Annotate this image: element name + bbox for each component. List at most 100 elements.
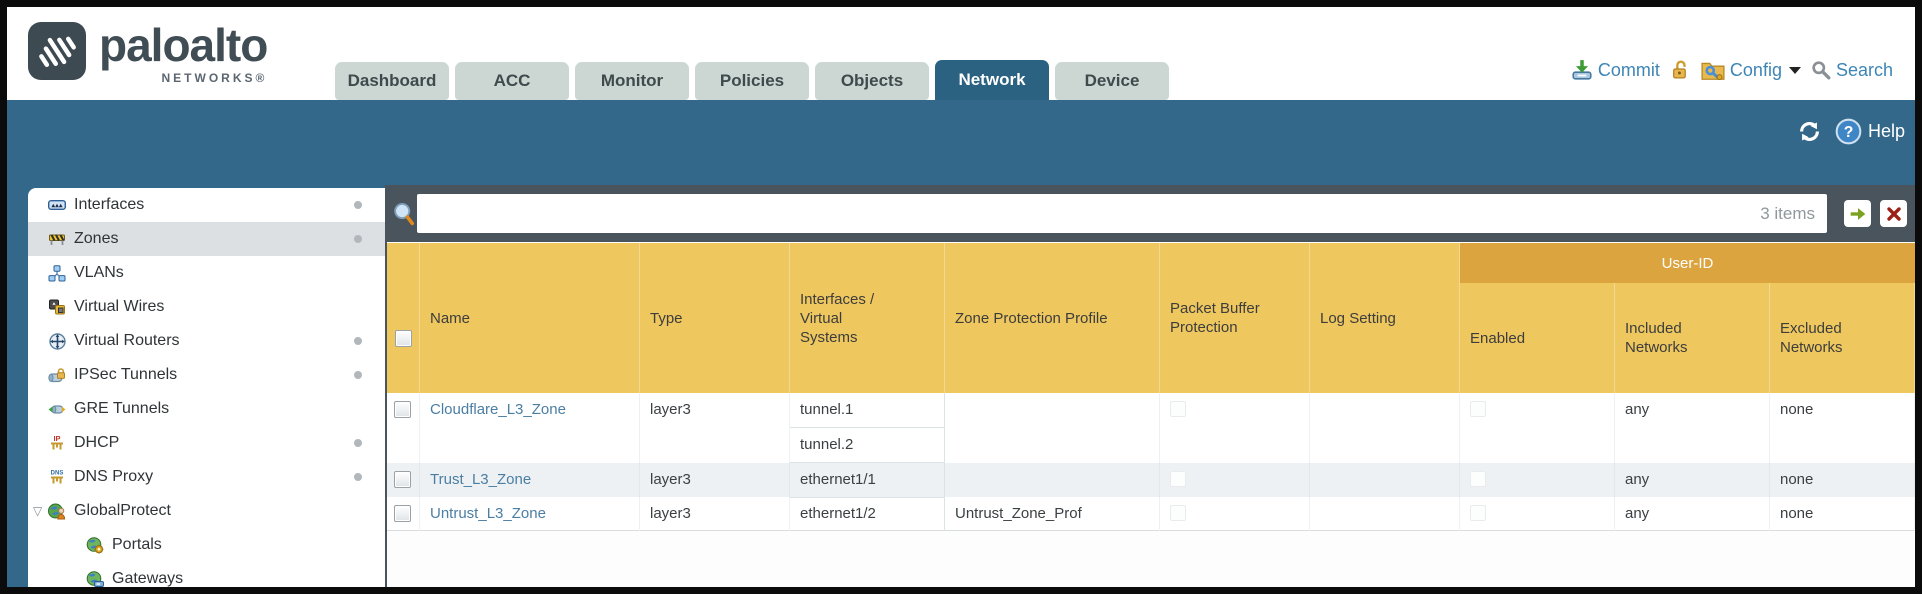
sidebar-item-vlans[interactable]: VLANs	[28, 256, 386, 290]
apply-filter-button[interactable]	[1844, 200, 1871, 227]
sidebar-item-virtual-routers[interactable]: Virtual Routers	[28, 324, 386, 358]
excluded-networks-cell: none	[1770, 497, 1915, 532]
expander-triangle-icon[interactable]: ▽	[33, 504, 43, 518]
sidebar-item-interfaces[interactable]: Interfaces	[28, 188, 386, 222]
sidebar-item-label: DHCP	[74, 434, 120, 451]
sidebar-item-label: Zones	[74, 230, 119, 247]
column-header-label: Type	[650, 309, 683, 327]
column-header-log-setting: Log Setting	[1310, 243, 1460, 393]
user-id-enabled-cell	[1460, 393, 1615, 463]
portals-icon	[86, 536, 104, 554]
lock-icon[interactable]	[1670, 59, 1691, 81]
zone-name-link[interactable]: Cloudflare_L3_Zone	[420, 393, 640, 463]
tab-device[interactable]: Device	[1055, 62, 1169, 100]
clear-filter-button[interactable]	[1880, 200, 1907, 227]
excluded-networks-cell: none	[1770, 463, 1915, 498]
tab-monitor[interactable]: Monitor	[575, 62, 689, 100]
tab-dashboard[interactable]: Dashboard	[335, 62, 449, 100]
zone-name-link[interactable]: Trust_L3_Zone	[420, 463, 640, 498]
tab-policies[interactable]: Policies	[695, 62, 809, 100]
column-header-zone-protection-profile: Zone Protection Profile	[945, 243, 1160, 393]
table-empty-area	[387, 531, 1915, 587]
interfaces-icon	[48, 196, 66, 214]
user-id-enabled-checkbox	[1470, 401, 1486, 417]
column-header-excluded-networks: Excluded Networks	[1770, 243, 1915, 393]
column-header-included-networks: Included Networks	[1615, 243, 1770, 393]
virtual-wires-icon	[48, 298, 66, 316]
zone-type-cell: layer3	[640, 497, 790, 532]
sidebar-item-label: Virtual Wires	[74, 298, 165, 315]
log-setting-cell	[1310, 497, 1460, 532]
user-id-enabled-cell	[1460, 497, 1615, 532]
excluded-networks-cell: none	[1770, 393, 1915, 463]
paloalto-logo-icon	[28, 22, 86, 80]
config-menu-button[interactable]: Config	[1701, 59, 1801, 81]
global-search-button[interactable]: Search	[1811, 60, 1893, 81]
tab-network[interactable]: Network	[935, 60, 1049, 100]
header-checkbox-cell	[387, 243, 420, 393]
sidebar-item-dhcp[interactable]: IP DHCP	[28, 426, 386, 460]
zone-protection-profile-cell: Untrust_Zone_Prof	[945, 497, 1160, 532]
help-icon[interactable]: ?	[1835, 118, 1862, 145]
help-label[interactable]: Help	[1867, 121, 1905, 141]
interface-subcell: ethernet1/1	[790, 463, 945, 498]
green-arrow-icon	[1850, 207, 1865, 220]
row-checkbox[interactable]	[394, 401, 411, 418]
packet-buffer-protection-cell	[1160, 497, 1310, 532]
interface-subcell: ethernet1/2	[790, 497, 945, 532]
column-header-label: Included Networks	[1625, 320, 1688, 356]
sidebar-item-label: Portals	[112, 536, 162, 553]
column-header-type: Type	[640, 243, 790, 393]
packet-buffer-protection-checkbox	[1170, 505, 1186, 521]
zone-type-cell: layer3	[640, 393, 790, 463]
search-icon	[1812, 61, 1831, 80]
sidebar-item-gre-tunnels[interactable]: GRE Tunnels	[28, 392, 386, 426]
status-dot	[354, 473, 362, 481]
sidebar-item-ipsec-tunnels[interactable]: IPSec Tunnels	[28, 358, 386, 392]
interfaces-cell: ethernet1/2	[790, 497, 945, 532]
column-header-label: Excluded Networks	[1780, 320, 1843, 356]
column-header-label: Packet Buffer Protection	[1170, 300, 1260, 336]
row-checkbox[interactable]	[394, 505, 411, 522]
packet-buffer-protection-checkbox	[1170, 471, 1186, 487]
filter-input-wrap: 3 items	[417, 194, 1827, 233]
row-select-cell	[387, 463, 420, 498]
zone-name-link[interactable]: Untrust_L3_Zone	[420, 497, 640, 532]
commit-button[interactable]: Commit	[1571, 59, 1660, 81]
column-header-label: Enabled	[1470, 329, 1526, 347]
sidebar-item-label: Interfaces	[74, 196, 145, 213]
sidebar-item-portals[interactable]: Portals	[28, 528, 386, 562]
status-dot	[354, 439, 362, 447]
column-header-packet-buffer-protection: Packet Buffer Protection	[1160, 243, 1310, 393]
sidebar-item-label: GRE Tunnels	[74, 400, 170, 417]
refresh-icon[interactable]	[1796, 118, 1823, 145]
sidebar-item-label: IPSec Tunnels	[74, 366, 178, 383]
user-id-enabled-checkbox	[1470, 471, 1486, 487]
column-header-label: Interfaces / Virtual Systems	[800, 290, 875, 346]
row-checkbox[interactable]	[394, 471, 411, 488]
filter-input[interactable]	[417, 194, 1761, 233]
tab-acc[interactable]: ACC	[455, 62, 569, 100]
dhcp-icon: IP	[48, 434, 66, 452]
packet-buffer-protection-cell	[1160, 393, 1310, 463]
tab-objects[interactable]: Objects	[815, 62, 929, 100]
sidebar-item-gateways[interactable]: Gateways	[28, 562, 386, 587]
sidebar-item-virtual-wires[interactable]: Virtual Wires	[28, 290, 386, 324]
interface-subcell: tunnel.1	[790, 393, 945, 428]
column-header-enabled: Enabled	[1460, 243, 1615, 393]
sidebar-item-zones[interactable]: Zones	[28, 222, 386, 256]
gateways-icon	[86, 570, 104, 587]
globalprotect-icon	[48, 502, 66, 520]
interfaces-cell: ethernet1/1	[790, 463, 945, 498]
select-all-checkbox[interactable]	[394, 329, 412, 347]
sidebar-item-globalprotect[interactable]: ▽GlobalProtect	[28, 494, 386, 528]
sidebar-item-label: Virtual Routers	[74, 332, 180, 349]
